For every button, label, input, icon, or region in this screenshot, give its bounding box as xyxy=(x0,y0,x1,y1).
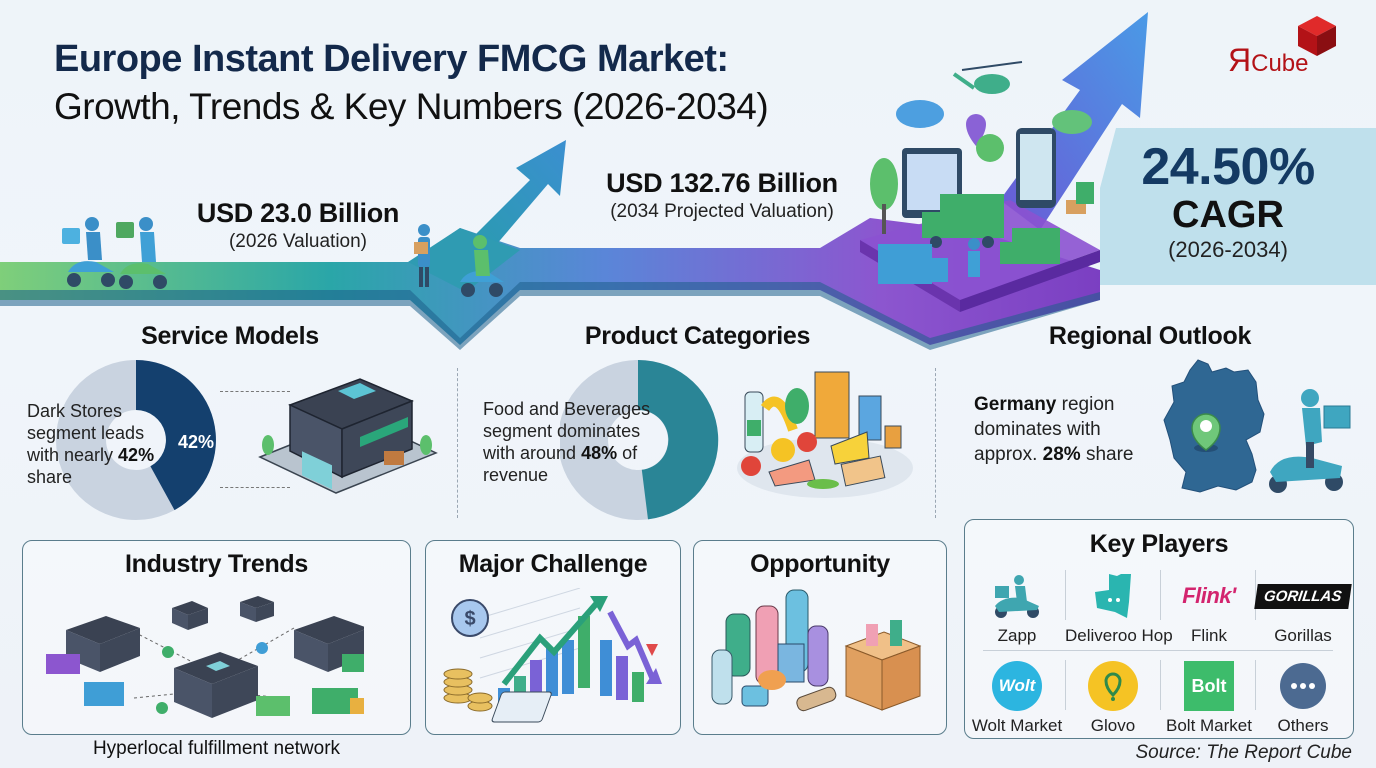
divider xyxy=(457,368,458,518)
gorillas-logo: GORILLAS xyxy=(1254,583,1352,609)
courier-with-box-icon xyxy=(414,224,504,297)
hyperlocal-network-icon xyxy=(46,596,364,718)
cost-chart-icon: $ xyxy=(443,588,662,723)
cagr-block: 24.50% CAGR (2026-2034) xyxy=(1120,140,1336,264)
page-title: Europe Instant Delivery FMCG Market: xyxy=(54,38,729,80)
service-models-donut: 42% xyxy=(56,360,216,520)
valuation-2026-value: USD 23.0 Billion xyxy=(196,198,400,228)
player-wolt-market: Wolt Wolt Market xyxy=(969,660,1065,736)
opportunity-heading: Opportunity xyxy=(750,550,890,578)
source-citation: Source: The Report Cube xyxy=(1135,742,1352,763)
major-challenge-heading: Major Challenge xyxy=(458,550,648,578)
logistics-hub-icon xyxy=(870,61,1094,284)
product-categories-donut xyxy=(560,359,719,520)
logo-word: Cube xyxy=(1251,50,1309,77)
connector-line xyxy=(220,487,290,488)
product-categories-heading: Product Categories xyxy=(584,322,811,350)
valuation-2026-label: (2026 Valuation) xyxy=(228,231,368,252)
col-divider xyxy=(1065,570,1066,620)
flink-logo: Flink' xyxy=(1182,583,1236,608)
germany-map-icon xyxy=(1163,359,1265,493)
major-challenge-card xyxy=(425,540,681,735)
svg-text:$: $ xyxy=(464,608,475,630)
logo-mark: Я xyxy=(1228,42,1252,78)
col-divider xyxy=(1160,570,1161,620)
more-dots-icon xyxy=(1280,663,1326,709)
player-deliveroo-hop: Deliveroo Hop xyxy=(1065,570,1173,646)
key-players-card: Key Players Zapp Deliveroo Hop xyxy=(964,519,1354,739)
scooter-rider-icon xyxy=(995,575,1039,618)
page-subtitle: Growth, Trends & Key Numbers (2026-2034) xyxy=(54,86,769,127)
wolt-logo: Wolt xyxy=(992,661,1042,711)
col-divider xyxy=(1255,660,1256,710)
valuation-2034: USD 132.76 Billion (2034 Projected Valua… xyxy=(588,168,856,223)
product-categories-text: Food and Beverages segment dominates wit… xyxy=(483,399,651,485)
scooter-rider-icon xyxy=(1269,389,1351,493)
cagr-period: (2026-2034) xyxy=(1168,237,1288,262)
report-cube-logo: ЯCube xyxy=(1228,16,1348,80)
bolt-logo: Bolt xyxy=(1184,661,1234,711)
valuation-2034-label: (2034 Projected Valuation) xyxy=(610,201,834,222)
deliveroo-kangaroo-icon xyxy=(1095,574,1131,618)
player-bolt-market: Bolt Bolt Market xyxy=(1161,660,1257,736)
cagr-label: CAGR xyxy=(1172,194,1284,236)
donut-label: 42% xyxy=(178,432,214,452)
regional-outlook-heading: Regional Outlook xyxy=(1048,322,1252,350)
cagr-panel xyxy=(1100,128,1376,285)
delivery-scooters-icon xyxy=(62,217,167,289)
divider xyxy=(935,368,936,518)
key-players-heading: Key Players xyxy=(1089,530,1229,558)
service-models-text: Dark Stores segment leads with nearly 42… xyxy=(27,401,155,487)
row-divider xyxy=(983,650,1333,651)
col-divider xyxy=(1065,660,1066,710)
personal-care-products-icon xyxy=(711,589,922,712)
glovo-pin-icon xyxy=(1088,661,1138,711)
player-glovo: Glovo xyxy=(1065,660,1161,736)
red-cube-icon xyxy=(1298,16,1336,56)
player-zapp: Zapp xyxy=(969,570,1065,646)
player-flink: Flink' Flink xyxy=(1182,583,1236,645)
player-others: Others xyxy=(1255,660,1351,736)
industry-trends-caption: Hyperlocal fulfillment network xyxy=(92,738,341,759)
col-divider xyxy=(1160,660,1161,710)
dark-store-building-icon xyxy=(258,378,438,494)
cagr-value: 24.50% xyxy=(1141,138,1315,196)
connector-line xyxy=(220,391,290,392)
regional-outlook-text: Germany region dominates with approx. 28… xyxy=(974,394,1134,465)
valuation-2026: USD 23.0 Billion (2026 Valuation) xyxy=(180,198,416,253)
valuation-2034-value: USD 132.76 Billion xyxy=(606,168,838,198)
industry-trends-heading: Industry Trends xyxy=(124,550,309,578)
grocery-food-icon xyxy=(737,371,913,498)
service-models-heading: Service Models xyxy=(141,322,319,350)
player-gorillas: GORILLAS Gorillas xyxy=(1254,570,1352,646)
